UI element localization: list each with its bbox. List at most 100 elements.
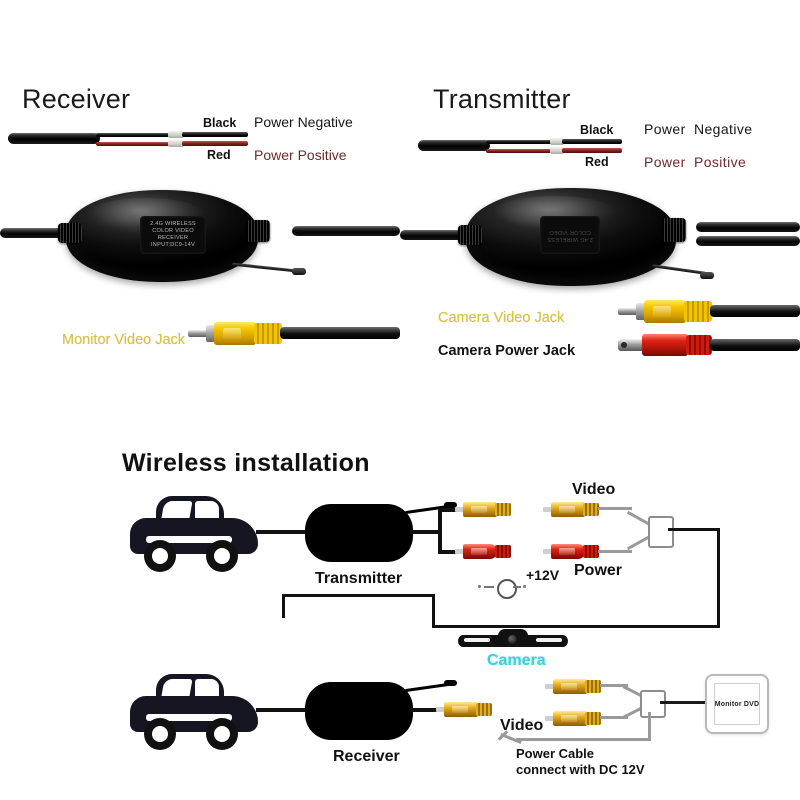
car-wheel-front <box>144 718 176 750</box>
receiver-splice-red <box>168 140 184 147</box>
car-illustration-bottom <box>130 674 262 754</box>
receiver-output-lead <box>410 708 440 712</box>
receiver-antenna <box>232 262 296 273</box>
monitor-harness-lead-upper <box>600 684 628 687</box>
receiver-schematic-label: Receiver <box>333 748 400 765</box>
rca-pin <box>618 308 640 315</box>
transmitter-black-wire <box>486 140 556 144</box>
receiver-left-cable <box>0 228 86 238</box>
receiver-antenna-tip-bottom <box>444 680 457 686</box>
transmitter-red-wire <box>486 149 556 153</box>
receiver-right-strain-relief <box>246 220 270 242</box>
rca-pin <box>188 330 210 337</box>
receiver-input-lead-bottom <box>256 708 308 712</box>
camera-plate-slot-left <box>464 638 490 642</box>
monitor-junction-box <box>640 690 666 718</box>
receiver-right-cable <box>292 226 400 236</box>
camera-schematic-label: Camera <box>487 652 546 669</box>
power-label-top: Power <box>574 562 623 579</box>
power-symbol-icon <box>478 574 526 600</box>
receiver-module-bottom <box>305 682 413 740</box>
receiver-power-positive-label: Power Positive <box>254 147 347 163</box>
monitor-signal-line <box>660 701 708 704</box>
transmitter-right-cable-upper <box>696 222 800 232</box>
rca-barrel-yellow <box>644 300 686 323</box>
rca-cable-tail <box>280 327 400 339</box>
car-wheel-rear <box>206 718 238 750</box>
receiver-power-cable-sheath <box>8 133 100 144</box>
receiver-label-line-3: RECEIVER <box>157 235 189 241</box>
power-cable-label-line2: connect with DC 12V <box>516 762 645 777</box>
monitor-video-rca-connector <box>188 322 400 346</box>
receiver-device-label: 2.4G WIRELESS COLOR VIDEO RECEIVER INPUT… <box>140 216 206 254</box>
transmitter-red-wire-end <box>562 148 622 153</box>
receiver-label-line-2: COLOR VIDEO <box>152 227 194 234</box>
dc-plug-cable-tail <box>710 339 800 351</box>
receiver-power-negative-label: Power Negative <box>254 114 353 130</box>
dc-plug-grip <box>686 335 712 355</box>
camera-video-jack-label: Camera Video Jack <box>438 310 565 326</box>
camera-junction-box <box>648 516 674 548</box>
receiver-red-wire <box>96 142 176 146</box>
wireless-installation-panel: Wireless installation Transmitter <box>0 424 800 800</box>
video-label-top: Video <box>572 481 616 498</box>
monitor-dvd-unit: Monitor DVD <box>705 674 769 734</box>
power-cable-curve-vertical <box>648 712 651 740</box>
rca-barrel-yellow <box>214 322 256 345</box>
dc-plug-body-red <box>642 334 688 356</box>
camera-power-jack-label: Camera Power Jack <box>438 343 576 359</box>
power-cable-label-line1: Power Cable <box>516 746 595 761</box>
car-illustration-top <box>130 496 262 576</box>
receiver-antenna-line-bottom <box>405 682 449 693</box>
transmitter-power-cable-sheath <box>418 140 490 151</box>
power-cable-curve-horizontal <box>516 738 651 741</box>
dc-plug-tip <box>618 339 644 351</box>
receiver-panel: Receiver Black Red Power Negative Power … <box>0 60 400 424</box>
transmitter-panel: Transmitter Black Red Power Negative Pow… <box>400 60 800 424</box>
receiver-label-line-4: INPUT:DC9-14V <box>151 242 195 249</box>
camera-plate-slot-right <box>536 638 562 642</box>
transmitter-video-connector-male <box>455 502 515 517</box>
transmitter-splice-black <box>550 138 564 145</box>
rear-view-camera-icon <box>458 629 568 651</box>
transmitter-right-strain-relief <box>662 218 686 242</box>
transmitter-splice-red <box>550 147 564 154</box>
receiver-left-strain-relief <box>58 223 82 243</box>
transmitter-antenna-tip-top <box>444 502 457 508</box>
receiver-black-wire-end <box>182 132 248 137</box>
camera-video-connector-female <box>543 502 603 517</box>
transmitter-schematic-label: Transmitter <box>315 570 403 587</box>
camera-lens <box>508 635 517 644</box>
camera-power-connector-female <box>543 544 603 559</box>
receiver-title: Receiver <box>22 84 131 114</box>
transmitter-title: Transmitter <box>433 84 571 114</box>
rca-boot-yellow <box>254 323 282 344</box>
transmitter-red-wire-label: Red <box>585 155 609 169</box>
camera-video-rca-connector <box>618 300 800 324</box>
rca-cable-tail <box>710 305 800 317</box>
transmitter-output-branch-video <box>438 508 460 512</box>
installation-title: Wireless installation <box>122 449 370 477</box>
transmitter-input-lead-top <box>256 530 308 534</box>
car-sill <box>146 536 232 543</box>
camera-run-horizontal-upper <box>282 594 435 597</box>
transmitter-left-cable <box>400 230 496 240</box>
camera-run-vertical-mid <box>432 594 435 628</box>
transmitter-power-positive-label: Power Positive <box>644 154 747 170</box>
transmitter-label-line-2: COLOR VIDEO <box>549 229 591 235</box>
rca-boot-yellow <box>684 301 712 322</box>
rca-collar <box>206 325 215 342</box>
transmitter-antenna-tip <box>700 272 714 279</box>
receiver-video-connector-male <box>436 702 496 717</box>
camera-run-horizontal-top <box>668 528 720 531</box>
transmitter-power-connector-male <box>455 544 515 559</box>
transmitter-output-branch-power <box>438 550 460 554</box>
camera-harness-power-lead <box>598 550 632 553</box>
receiver-black-wire-label: Black <box>203 116 237 130</box>
rca-collar <box>636 303 645 320</box>
camera-run-horizontal-bottom <box>432 625 720 628</box>
transmitter-left-strain-relief <box>458 225 482 245</box>
camera-run-vertical-right <box>717 528 720 628</box>
transmitter-module-top <box>305 504 413 562</box>
